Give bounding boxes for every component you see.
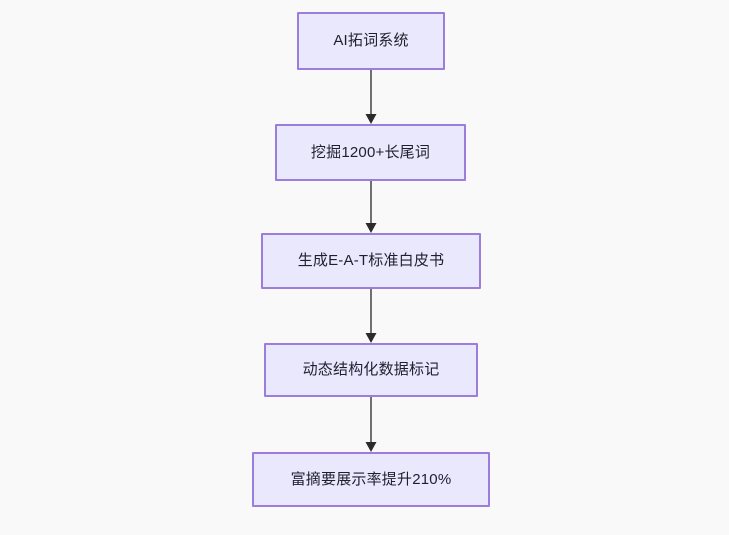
flow-node-label: 挖掘1200+长尾词: [310, 143, 431, 161]
arrowhead-icon-e2: [365, 223, 377, 233]
arrowhead-icon-e4: [365, 442, 377, 452]
flow-node-rich-snippet-impression-uplift[interactable]: 富摘要展示率提升210%: [252, 452, 490, 507]
flow-node-dynamic-structured-data-markup[interactable]: 动态结构化数据标记: [264, 343, 478, 397]
flow-node-label: 生成E-A-T标准白皮书: [297, 252, 445, 269]
flow-node-ai-keyword-system[interactable]: AI拓词系统: [297, 12, 445, 70]
flow-node-label: 富摘要展示率提升210%: [290, 470, 452, 488]
flow-node-generate-eat-whitepaper[interactable]: 生成E-A-T标准白皮书: [261, 233, 481, 289]
arrowhead-icon-e1: [365, 114, 377, 124]
flow-node-label: 动态结构化数据标记: [302, 361, 440, 378]
flow-node-label: AI拓词系统: [333, 32, 409, 49]
flow-node-mine-longtail-keywords[interactable]: 挖掘1200+长尾词: [275, 124, 466, 181]
arrowhead-icon-e3: [365, 333, 377, 343]
